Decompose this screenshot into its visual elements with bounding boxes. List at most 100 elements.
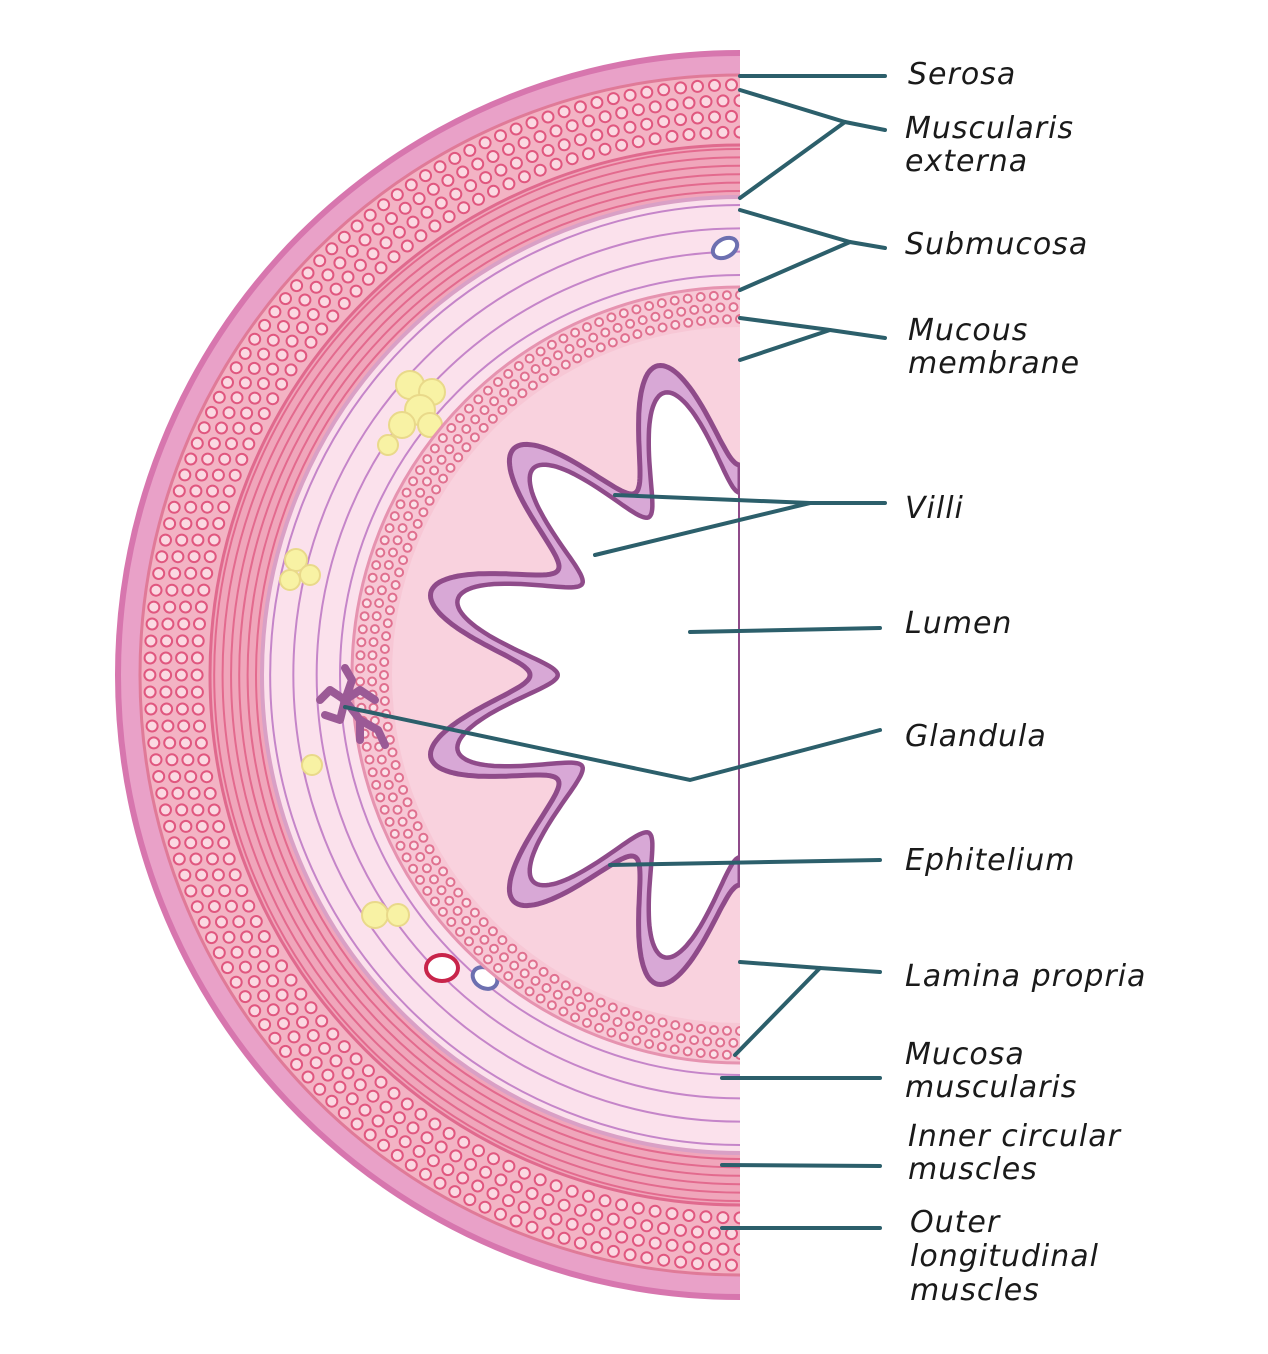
muscle-cell xyxy=(573,1203,587,1217)
muscle-cell xyxy=(669,1044,680,1055)
muscle-cell xyxy=(159,651,173,665)
muscle-cell xyxy=(215,915,228,929)
mucosa-cells xyxy=(355,290,740,1060)
muscle-cell xyxy=(623,120,637,134)
muscle-cell xyxy=(171,550,185,564)
muscle-cell xyxy=(426,182,440,196)
muscle-cell xyxy=(333,256,347,270)
muscle-cell xyxy=(464,1157,478,1171)
muscle-cell xyxy=(533,1173,547,1187)
muscle-cell xyxy=(535,993,546,1004)
muscle-cell xyxy=(429,896,440,907)
muscle-cell xyxy=(309,1056,323,1070)
muscle-cell xyxy=(525,116,539,130)
muscle-cell xyxy=(218,452,232,466)
muscle-cell xyxy=(560,980,571,991)
muscle-cell xyxy=(699,95,713,109)
muscle-cell xyxy=(502,1194,515,1208)
muscle-cell xyxy=(181,753,195,767)
muscle-cell xyxy=(160,702,174,716)
muscle-cell xyxy=(429,443,440,454)
muscle-cell xyxy=(379,657,390,667)
muscle-cell xyxy=(530,364,541,374)
muscle-cell xyxy=(249,915,263,928)
muscle-cell xyxy=(211,868,225,882)
muscle-cell xyxy=(175,634,189,648)
muscle-cell xyxy=(456,1171,470,1185)
muscle-cell xyxy=(228,868,242,882)
muscle-cell xyxy=(364,754,375,765)
muscle-cell xyxy=(478,1200,492,1214)
muscle-cell xyxy=(325,1094,339,1108)
muscle-cell xyxy=(708,110,721,124)
muscle-cell xyxy=(487,926,498,937)
muscle-cell xyxy=(363,1128,377,1142)
muscle-cell xyxy=(143,685,157,699)
muscle-cell xyxy=(631,1035,642,1046)
muscle-cell xyxy=(235,452,249,466)
label-mucosa-muscularis: Mucosa muscularis xyxy=(905,1037,1077,1105)
muscle-cell xyxy=(594,317,605,328)
muscle-cell xyxy=(607,1002,618,1013)
muscle-cell xyxy=(401,852,412,863)
muscle-cell xyxy=(230,391,244,405)
muscle-cell xyxy=(375,792,386,803)
muscle-cell xyxy=(389,511,400,522)
muscle-cell xyxy=(402,542,413,553)
muscle-cell xyxy=(615,1198,629,1212)
muscle-cell xyxy=(353,258,367,272)
muscle-cell xyxy=(583,347,594,358)
muscle-cell xyxy=(207,533,221,547)
muscle-cell xyxy=(590,96,604,109)
muscle-cell xyxy=(478,136,492,150)
muscle-cell xyxy=(290,1057,304,1071)
leader-mucosa-muscularis xyxy=(733,966,822,1057)
muscle-cell xyxy=(722,1025,732,1036)
muscle-cell xyxy=(406,215,420,229)
muscle-cell xyxy=(187,550,201,564)
muscle-cell xyxy=(507,943,518,954)
muscle-cell xyxy=(366,1089,380,1103)
muscle-cell xyxy=(420,205,434,219)
muscle-cell xyxy=(415,487,426,498)
muscle-cell xyxy=(279,1044,292,1058)
muscle-cell xyxy=(457,1135,471,1149)
muscle-cell xyxy=(249,422,263,435)
muscle-cell xyxy=(403,511,414,522)
muscle-cell xyxy=(353,1078,367,1092)
muscle-cell xyxy=(221,961,234,975)
muscle-cell xyxy=(487,184,500,198)
tissue-fiber xyxy=(339,274,740,1076)
muscle-cell xyxy=(145,617,159,631)
muscle-cell xyxy=(397,523,408,534)
muscle-cell xyxy=(615,106,629,120)
muscle-cell xyxy=(266,944,280,958)
muscle-cell xyxy=(473,394,484,405)
muscle-cell xyxy=(565,1184,579,1198)
muscle-cell xyxy=(268,1031,282,1045)
muscle-cell xyxy=(735,290,740,300)
muscle-cell xyxy=(275,959,289,973)
muscle-cell xyxy=(221,375,234,389)
muscle-cell xyxy=(497,935,508,946)
muscle-cell xyxy=(349,1052,363,1066)
muscle-cell xyxy=(541,143,555,157)
muscle-cell xyxy=(415,874,425,885)
muscle-cell xyxy=(549,973,560,984)
muscle-cell xyxy=(469,907,480,918)
muscle-cell xyxy=(708,78,721,92)
muscle-cell xyxy=(191,533,205,547)
muscle-cell xyxy=(222,930,236,944)
muscle-cell xyxy=(438,866,449,877)
muscle-cell xyxy=(356,637,367,648)
tissue-fiber xyxy=(255,190,740,1160)
muscle-cell xyxy=(674,1223,687,1237)
muscle-cell xyxy=(238,346,252,360)
muscle-cell xyxy=(279,292,292,306)
muscle-cell xyxy=(538,373,549,384)
muscle-cell xyxy=(623,88,637,102)
muscle-cell xyxy=(238,990,252,1004)
muscle-cell xyxy=(519,371,530,382)
muscle-cell xyxy=(442,210,456,224)
muscle-cell xyxy=(598,142,612,156)
